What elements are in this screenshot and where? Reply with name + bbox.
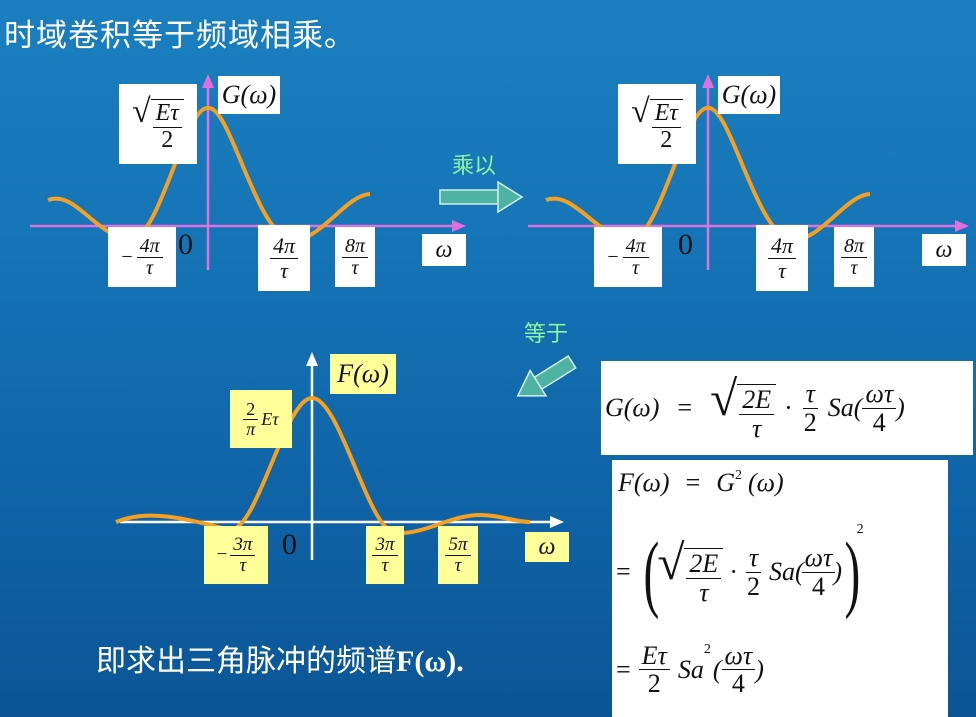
right-x-arrow [955, 220, 969, 232]
bottom-origin: 0 [282, 528, 297, 561]
bottom-sa2-curve [115, 395, 531, 536]
formula-g-dot: · [784, 393, 793, 422]
left-y-arrow [202, 74, 214, 88]
left-x-arrow [452, 220, 466, 232]
bottom-x-label: ω [525, 532, 569, 562]
equals-label: 等于 [524, 322, 569, 347]
left-x-label: ω [422, 234, 466, 266]
watermark: CSDN @复奚夷 [846, 693, 947, 709]
formula-g-sa: Sa( [827, 393, 863, 422]
formula-g-lhs: G(ω) [605, 393, 660, 422]
right-origin: 0 [678, 228, 693, 261]
slide-title: 时域卷积等于频域相乘。 [4, 18, 356, 54]
right-x-label: ω [922, 234, 966, 266]
formula-g-eq: = [677, 393, 693, 422]
multiply-label: 乘以 [452, 154, 497, 179]
bottom-x-arrow [550, 516, 564, 528]
bottom-caption-text: 即求出三角脉冲的频谱 [96, 644, 396, 679]
bottom-caption: 即求出三角脉冲的频谱F(ω). [96, 636, 464, 680]
bottom-caption-formula: F(ω). [396, 645, 464, 678]
right-axis-label: G(ω) [718, 76, 780, 114]
left-axis-label: G(ω) [218, 76, 280, 114]
multiply-arrow [439, 180, 524, 214]
right-y-arrow [702, 74, 714, 88]
bottom-axis-label: F(ω) [330, 354, 396, 394]
equals-arrow [516, 355, 577, 397]
left-origin: 0 [178, 228, 193, 261]
bottom-y-arrow [306, 352, 318, 366]
